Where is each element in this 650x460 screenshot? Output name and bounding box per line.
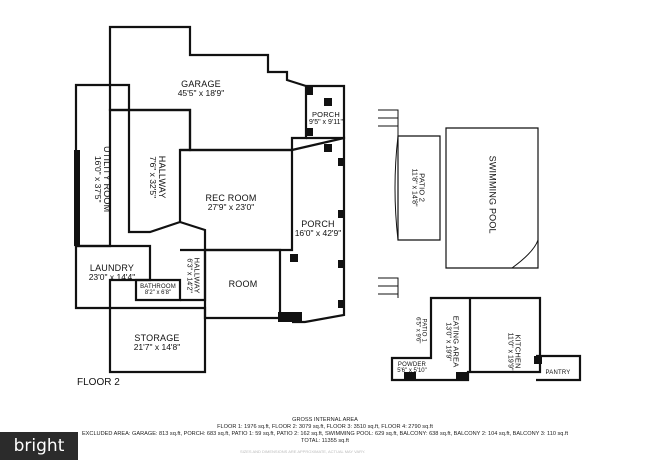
area-excluded: EXCLUDED AREA: GARAGE: 813 sq.ft, PORCH:… bbox=[81, 430, 569, 437]
powder-name: POWDER bbox=[397, 362, 427, 368]
area-summary: GROSS INTERNAL AREA FLOOR 1: 1976 sq.ft,… bbox=[70, 417, 580, 445]
powder-dim: 5'6" x 5'10" bbox=[397, 368, 427, 375]
column-5 bbox=[338, 158, 345, 166]
patio1-dim: 6'5" x 9'6" bbox=[414, 317, 420, 344]
stairs-lower bbox=[378, 277, 399, 298]
pool-steps bbox=[511, 239, 539, 269]
floor-label: FLOOR 2 bbox=[77, 377, 120, 388]
column-11 bbox=[404, 372, 416, 380]
kitchen-name: KITCHEN bbox=[513, 334, 523, 369]
column-13 bbox=[534, 356, 542, 364]
pool-label: SWIMMING POOL bbox=[487, 143, 498, 247]
lower-hallway-label: HALLWAY 6'3" x 14'2" bbox=[185, 251, 202, 301]
laundry-dim: 23'0" x 14'4" bbox=[88, 272, 136, 283]
utility-room-label: UTILITY ROOM 16'0" x 37'5" bbox=[92, 129, 113, 229]
upper-hallway-name: HALLWAY bbox=[157, 155, 168, 199]
pool-outline bbox=[445, 127, 539, 269]
laundry-walls bbox=[74, 244, 152, 310]
utility-room-dim: 16'0" x 37'5" bbox=[92, 155, 103, 203]
bathroom-label: BATHROOM 8'2" x 6'8" bbox=[136, 284, 180, 297]
bathroom-name: BATHROOM bbox=[140, 284, 176, 290]
column-4 bbox=[324, 144, 332, 152]
garage-name: GARAGE bbox=[181, 79, 221, 89]
pantry-name: PANTRY bbox=[545, 370, 571, 376]
area-title: GROSS INTERNAL AREA bbox=[292, 417, 358, 423]
utility-room-name: UTILITY ROOM bbox=[102, 146, 113, 213]
rec-room-dim: 27'9" x 23'0" bbox=[207, 202, 255, 213]
eating-area-label: EATING AREA 13'0" x 19'9" bbox=[444, 310, 461, 374]
kitchen-walls bbox=[468, 298, 582, 382]
garage-dim: 45'5" x 18'9" bbox=[177, 88, 225, 99]
column-8 bbox=[290, 254, 298, 262]
upper-hallway-label: HALLWAY 7'6" x 32'5" bbox=[147, 142, 168, 212]
garage-label: GARAGE 45'5" x 18'9" bbox=[168, 79, 234, 99]
upper-hallway-dim: 7'6" x 32'5" bbox=[147, 156, 158, 199]
kitchen-label: KITCHEN 11'0" x 19'9" bbox=[506, 320, 523, 384]
patio2-walls bbox=[397, 135, 441, 241]
eating-area-name: EATING AREA bbox=[451, 315, 461, 368]
pool-name: SWIMMING POOL bbox=[487, 155, 498, 234]
patio2-name: PATIO 2 bbox=[417, 173, 427, 203]
small-porch-dim: 9'5" x 9'11" bbox=[309, 118, 343, 126]
laundry-label: LAUNDRY 23'0" x 14'4" bbox=[76, 263, 148, 283]
bathroom-walls bbox=[134, 278, 182, 302]
small-porch-name: PORCH bbox=[311, 110, 341, 119]
column-9 bbox=[278, 312, 302, 322]
column-12 bbox=[456, 372, 468, 380]
upper-hallway-walls bbox=[127, 108, 192, 234]
storage-label: STORAGE 21'7" x 14'8" bbox=[124, 333, 190, 353]
patio1-name: PATIO 1 bbox=[420, 318, 427, 343]
storage-name: STORAGE bbox=[134, 333, 180, 343]
patio2-label: PATIO 2 11'8" x 14'8" bbox=[410, 156, 427, 220]
large-porch-dim: 16'0" x 42'9" bbox=[294, 228, 342, 239]
powder-label: POWDER 5'6" x 5'10" bbox=[392, 362, 432, 375]
column-10 bbox=[338, 300, 345, 308]
utility-wall-block bbox=[74, 150, 80, 246]
column-1 bbox=[305, 87, 313, 95]
patio1-label: PATIO 1 6'5" x 9'6" bbox=[414, 310, 427, 350]
brand-logo: bright bbox=[0, 432, 78, 460]
large-porch-label: PORCH 16'0" x 42'9" bbox=[290, 219, 346, 239]
kitchen-dim: 11'0" x 19'9" bbox=[506, 332, 514, 371]
laundry-name: LAUNDRY bbox=[89, 263, 135, 273]
storage-dim: 21'7" x 14'8" bbox=[133, 342, 181, 353]
room-label: ROOM bbox=[220, 279, 266, 289]
column-7 bbox=[338, 260, 345, 268]
rec-room-label: REC ROOM 27'9" x 23'0" bbox=[196, 193, 266, 213]
small-porch-label: PORCH 9'5" x 9'11" bbox=[308, 111, 344, 126]
large-porch-name: PORCH bbox=[301, 219, 335, 229]
lower-hallway-name: HALLWAY bbox=[192, 257, 202, 294]
patio2-dim: 11'8" x 14'8" bbox=[410, 168, 418, 207]
disclaimer-watermark: SIZES AND DIMENSIONS ARE APPROXIMATE, AC… bbox=[240, 449, 366, 454]
pantry-label: PANTRY bbox=[540, 370, 576, 376]
column-3 bbox=[305, 128, 313, 136]
column-6 bbox=[338, 210, 345, 218]
column-2 bbox=[324, 98, 332, 106]
area-total: TOTAL: 11355 sq.ft bbox=[301, 437, 349, 444]
bathroom-dim: 8'2" x 6'8" bbox=[144, 290, 172, 297]
stairs-upper bbox=[378, 109, 399, 136]
rec-room-name: REC ROOM bbox=[205, 193, 257, 203]
patio2-curve bbox=[394, 135, 399, 241]
room-name: ROOM bbox=[228, 279, 258, 289]
area-floors: FLOOR 1: 1976 sq.ft, FLOOR 2: 3079 sq.ft… bbox=[217, 423, 433, 430]
small-porch-walls bbox=[306, 84, 346, 140]
storage-walls bbox=[108, 306, 207, 374]
